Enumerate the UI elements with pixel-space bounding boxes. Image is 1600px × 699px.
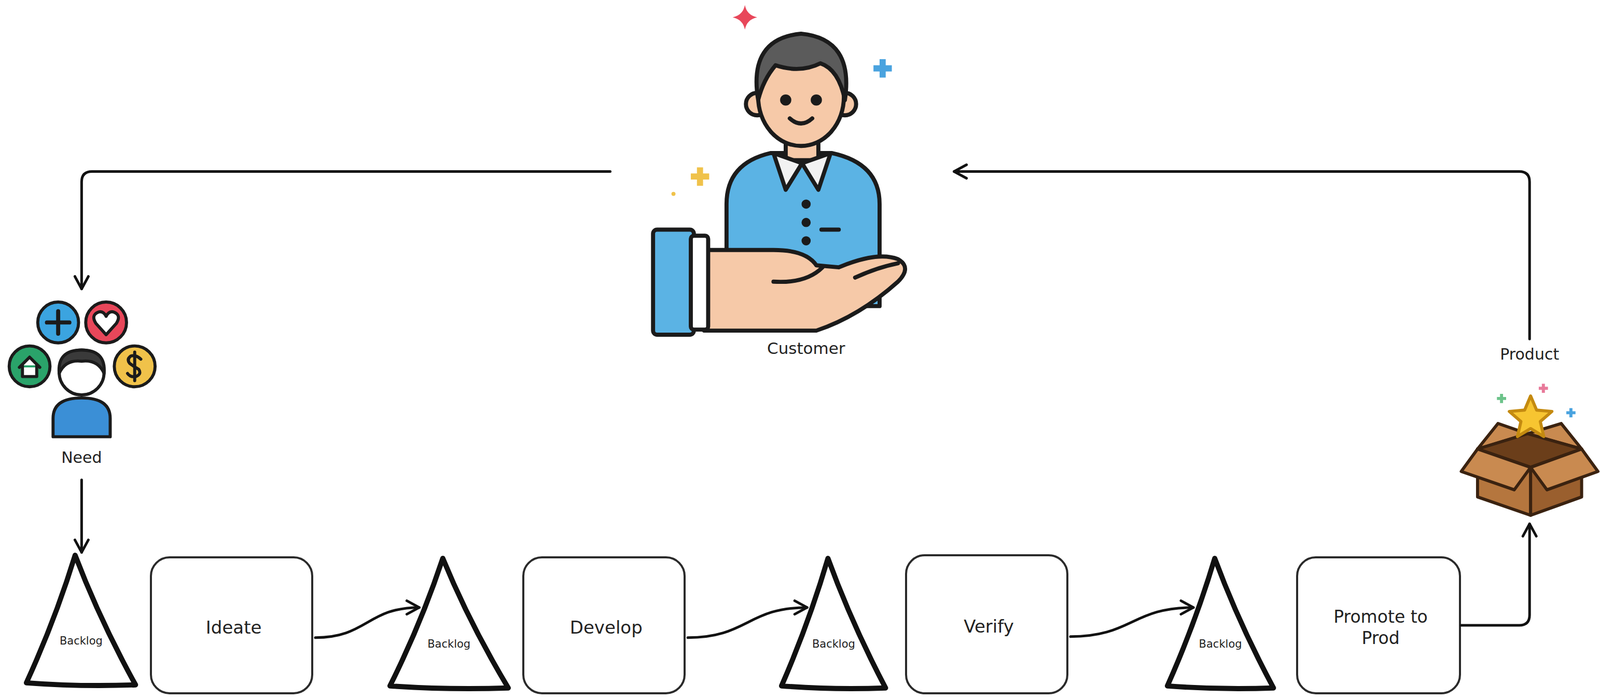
process-box: Verify [905, 553, 1069, 694]
icon-label: Customer [734, 332, 878, 364]
sparkle [690, 167, 709, 186]
backlog-triangle: Backlog [22, 550, 140, 689]
triangle-outline [26, 554, 136, 686]
box-front-flap [1530, 448, 1598, 490]
process-box: Promote to Prod [1296, 555, 1462, 694]
process-box: Ideate [149, 555, 314, 694]
sparkle [1566, 408, 1576, 418]
backlog-label: Backlog [393, 631, 504, 657]
backlog-label: Backlog [1167, 631, 1274, 657]
box-front-flap [1461, 448, 1531, 490]
customer-illustration [652, 33, 906, 335]
need-node: Need [5, 290, 159, 480]
plus-symbol [47, 311, 70, 334]
money-circle [114, 345, 156, 387]
button [803, 219, 809, 226]
dollar-symbol [127, 351, 142, 381]
eye [782, 96, 790, 104]
collar [773, 152, 802, 190]
health-circle [37, 301, 79, 343]
triangle-outline [1163, 553, 1278, 692]
wavy-arrow [687, 607, 808, 638]
flow-arrow [81, 171, 610, 289]
collar [801, 152, 831, 190]
product-icon [1461, 383, 1598, 516]
hand [704, 249, 906, 331]
triangle-outline [22, 550, 140, 689]
house-symbol [19, 356, 40, 377]
button [803, 238, 809, 244]
person-body [52, 397, 110, 437]
smile [789, 118, 813, 124]
hair [756, 33, 847, 101]
backlog-label: Backlog [27, 628, 135, 653]
sparkle [873, 59, 892, 78]
sparkle [1496, 393, 1507, 403]
triangle-outline [385, 553, 513, 692]
icon-label: Need [30, 443, 133, 471]
flow-arrow [954, 171, 1530, 340]
star [1509, 395, 1552, 437]
flow-arrow [1461, 523, 1530, 625]
sparkle [732, 5, 758, 30]
wavy-arrow [1070, 607, 1194, 637]
triangle-outline [1167, 558, 1274, 689]
triangle-outline [781, 558, 886, 689]
customer-node: Customer [610, 0, 955, 363]
triangle-outline [777, 553, 890, 692]
icon-label: Product [1473, 340, 1586, 368]
process-label: Ideate [160, 558, 308, 697]
backlog-triangle: Backlog [385, 553, 513, 692]
button [803, 201, 809, 207]
process-box: Develop [522, 555, 686, 694]
triangle-outline [390, 558, 509, 689]
heart-symbol [93, 311, 119, 335]
pocket [821, 227, 839, 232]
flow-arrow [80, 479, 83, 553]
thumb-line [773, 267, 823, 282]
finger-line [855, 262, 899, 278]
eye [812, 96, 820, 104]
process-label: Verify [915, 555, 1063, 697]
home-circle [9, 345, 51, 387]
product-node: Product [1458, 338, 1600, 521]
person-head [59, 349, 105, 395]
process-label: Promote to Prod [1316, 558, 1445, 697]
sparkles [671, 5, 893, 197]
wavy-arrow [315, 607, 420, 638]
cuff [652, 229, 694, 335]
sparkle [1538, 383, 1549, 393]
love-circle [85, 301, 127, 343]
sparkle [671, 191, 676, 197]
backlog-triangle: Backlog [777, 553, 890, 692]
backlog-triangle: Backlog [1163, 553, 1278, 692]
need-icon [9, 301, 156, 437]
person-hair [59, 349, 105, 373]
cuff-band [690, 235, 708, 330]
backlog-label: Backlog [780, 631, 887, 657]
process-label: Develop [532, 558, 680, 697]
